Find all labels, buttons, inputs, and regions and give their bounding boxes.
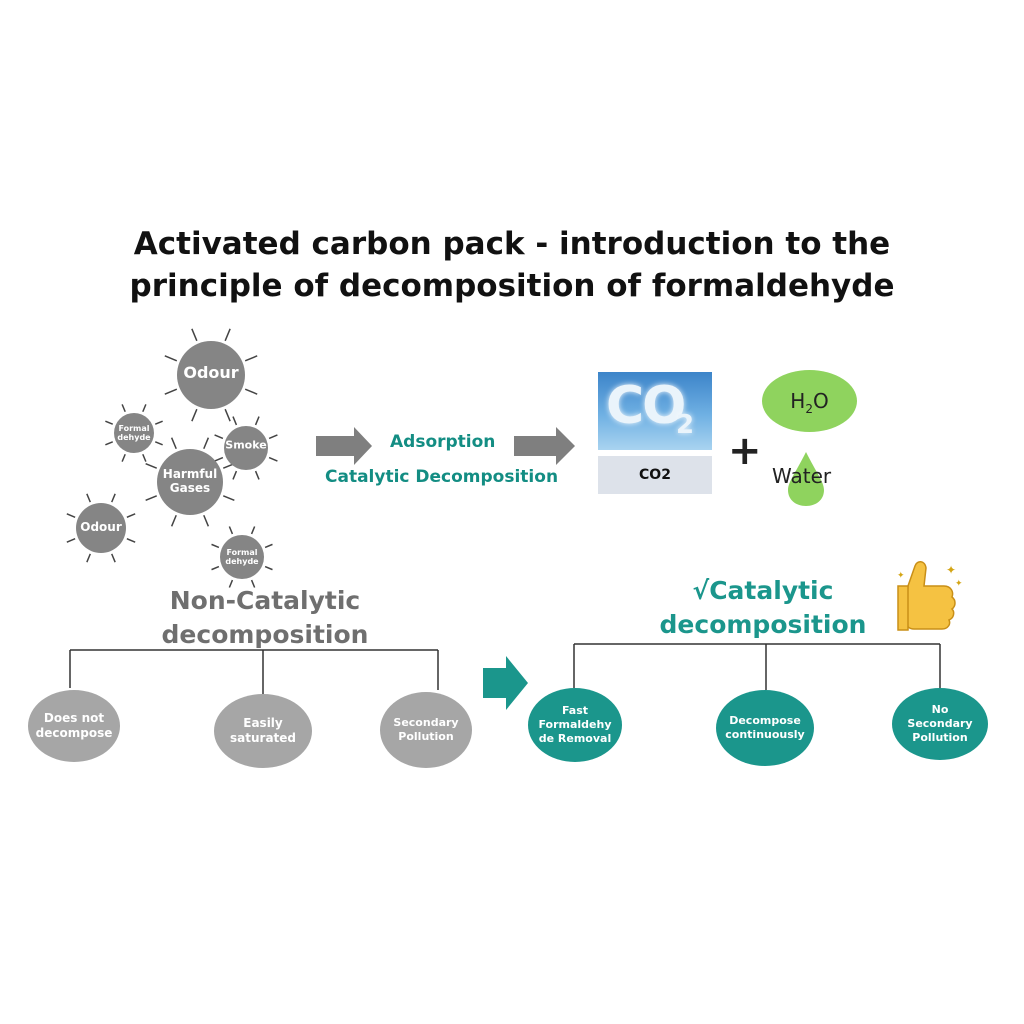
- gas-formaldehyde-low-spike: [264, 565, 273, 571]
- gas-smoke-spike: [268, 434, 278, 440]
- gas-odour-large-spike: [191, 408, 198, 422]
- co2-cloud-subscript: 2: [676, 410, 695, 440]
- svg-text:✦: ✦: [955, 579, 963, 589]
- catalytic-decomposition-label: Catalytic Decomposition: [325, 467, 559, 487]
- gas-odour-small-spike: [111, 553, 116, 563]
- gas-formaldehyde-low-spike: [250, 579, 256, 588]
- gas-odour-large-spike: [244, 355, 258, 362]
- gas-odour-small-label: Odour: [80, 520, 122, 535]
- catalytic-tree-lines: [573, 643, 941, 690]
- gas-harmful-gases-spike: [203, 437, 210, 450]
- gas-formaldehyde-left-spike: [142, 453, 147, 462]
- gas-odour-large-spike: [224, 328, 231, 342]
- gas-formaldehyde-left-circle: [114, 413, 154, 453]
- gas-smoke-spike: [232, 470, 238, 480]
- gas-formaldehyde-left-spike: [154, 441, 163, 446]
- gas-formaldehyde-low-spike: [264, 543, 273, 549]
- svg-text:✦: ✦: [946, 563, 956, 577]
- gas-formaldehyde-low-circle: [220, 535, 264, 579]
- gas-formaldehyde-low-spike: [211, 565, 220, 571]
- co2-cloud-image: CO 2: [598, 372, 712, 450]
- arrow-to-products: [514, 427, 575, 465]
- diagram-title-line-1: Activated carbon pack - introduction to …: [133, 226, 891, 262]
- gas-odour-large-spike: [164, 388, 178, 395]
- gas-smoke-circle: [224, 426, 268, 470]
- gas-harmful-gases-spike: [203, 514, 210, 527]
- gas-odour-large-spike: [244, 388, 258, 395]
- gas-odour-small-spike: [126, 538, 136, 543]
- diagram-title-line-2: principle of decomposition of formaldehy…: [129, 268, 895, 304]
- gas-smoke-spike: [214, 434, 224, 440]
- gas-odour-large-label: Odour: [183, 362, 239, 382]
- gas-odour-large-circle: [177, 341, 245, 409]
- gas-formaldehyde-left-spike: [154, 420, 163, 425]
- gas-smoke-spike: [254, 470, 260, 480]
- gas-odour-small-spike: [126, 513, 136, 518]
- non-catalytic-tree-lines: [69, 649, 439, 694]
- gas-smoke-label: Smoke: [225, 438, 267, 452]
- gas-formaldehyde-left-spike: [121, 453, 126, 462]
- arrow-to-adsorption: [316, 427, 372, 465]
- gas-smoke-spike: [232, 416, 238, 426]
- adsorption-label: Adsorption: [390, 432, 496, 452]
- gas-harmful-gases-spike: [145, 462, 158, 469]
- gas-odour-large-spike: [224, 408, 231, 422]
- gas-formaldehyde-low-spike: [228, 579, 234, 588]
- gas-harmful-gases-spike: [170, 437, 177, 450]
- h2o-badge: H2O: [762, 370, 857, 432]
- gas-formaldehyde-low-spike: [228, 526, 234, 535]
- co2-label: CO2: [598, 456, 712, 494]
- co2-cloud-text: CO: [606, 376, 686, 436]
- gas-harmful-gases-spike: [145, 495, 158, 502]
- gas-formaldehyde-left-spike: [121, 404, 126, 413]
- gas-odour-small-spike: [66, 538, 76, 543]
- gas-smoke-spike: [214, 456, 224, 462]
- gas-smoke-spike: [268, 456, 278, 462]
- gas-odour-large-spike: [164, 355, 178, 362]
- svg-text:✦: ✦: [897, 571, 905, 581]
- gas-odour-large-spike: [191, 328, 198, 342]
- gas-harmful-gases-spike: [170, 514, 177, 527]
- water-drop-icon: [788, 452, 824, 506]
- catalytic-heading: √Catalytic decomposition: [659, 576, 867, 639]
- gas-smoke-spike: [254, 416, 260, 426]
- gas-odour-small-spike: [86, 493, 91, 503]
- thumbs-up-icon: ✦ ✦ ✦: [897, 561, 963, 631]
- gas-formaldehyde-left-spike: [105, 441, 114, 446]
- plus-sign: +: [728, 428, 762, 474]
- gas-formaldehyde-left-spike: [142, 404, 147, 413]
- gas-formaldehyde-left-spike: [105, 420, 114, 425]
- gas-formaldehyde-low-spike: [211, 543, 220, 549]
- gas-harmful-gases-circle: [157, 449, 223, 515]
- non-catalytic-heading: Non-Catalytic decomposition: [161, 586, 369, 649]
- gas-formaldehyde-low-spike: [250, 526, 256, 535]
- teal-arrow-icon: [483, 656, 528, 710]
- gas-odour-small-circle: [76, 503, 126, 553]
- water-label: Water: [772, 464, 832, 488]
- gas-odour-small-spike: [66, 513, 76, 518]
- gas-harmful-gases-spike: [222, 495, 235, 502]
- gas-odour-small-spike: [111, 493, 116, 503]
- gas-odour-small-spike: [86, 553, 91, 563]
